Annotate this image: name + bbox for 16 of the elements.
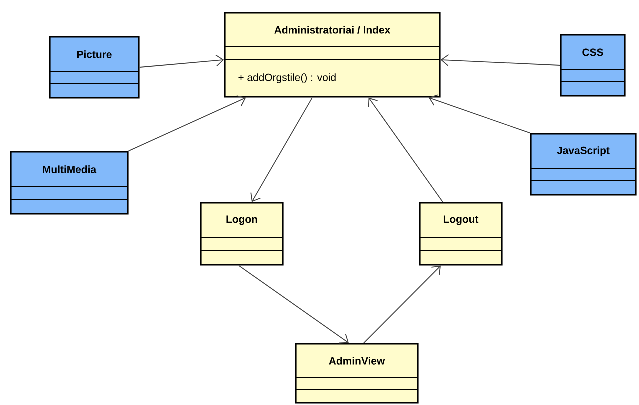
class-box: Logon <box>200 202 284 266</box>
association-arrow <box>440 54 561 66</box>
class-box: AdminView <box>295 343 419 404</box>
association-arrow <box>128 96 246 152</box>
association-arrow <box>368 98 444 203</box>
association-arrow <box>139 54 224 68</box>
class-box: Picture <box>49 36 140 99</box>
class-box: Logout <box>419 202 503 266</box>
class-box: MultiMedia <box>10 151 129 215</box>
association-arrow <box>428 94 531 134</box>
class-box: JavaScript <box>530 133 637 196</box>
class-box: Administratoriai / Index + addOrgstile() : void <box>224 12 441 98</box>
association-arrow <box>250 97 313 202</box>
class-box: CSS <box>560 34 626 97</box>
association-arrow <box>364 266 441 344</box>
association-arrow <box>238 265 349 344</box>
